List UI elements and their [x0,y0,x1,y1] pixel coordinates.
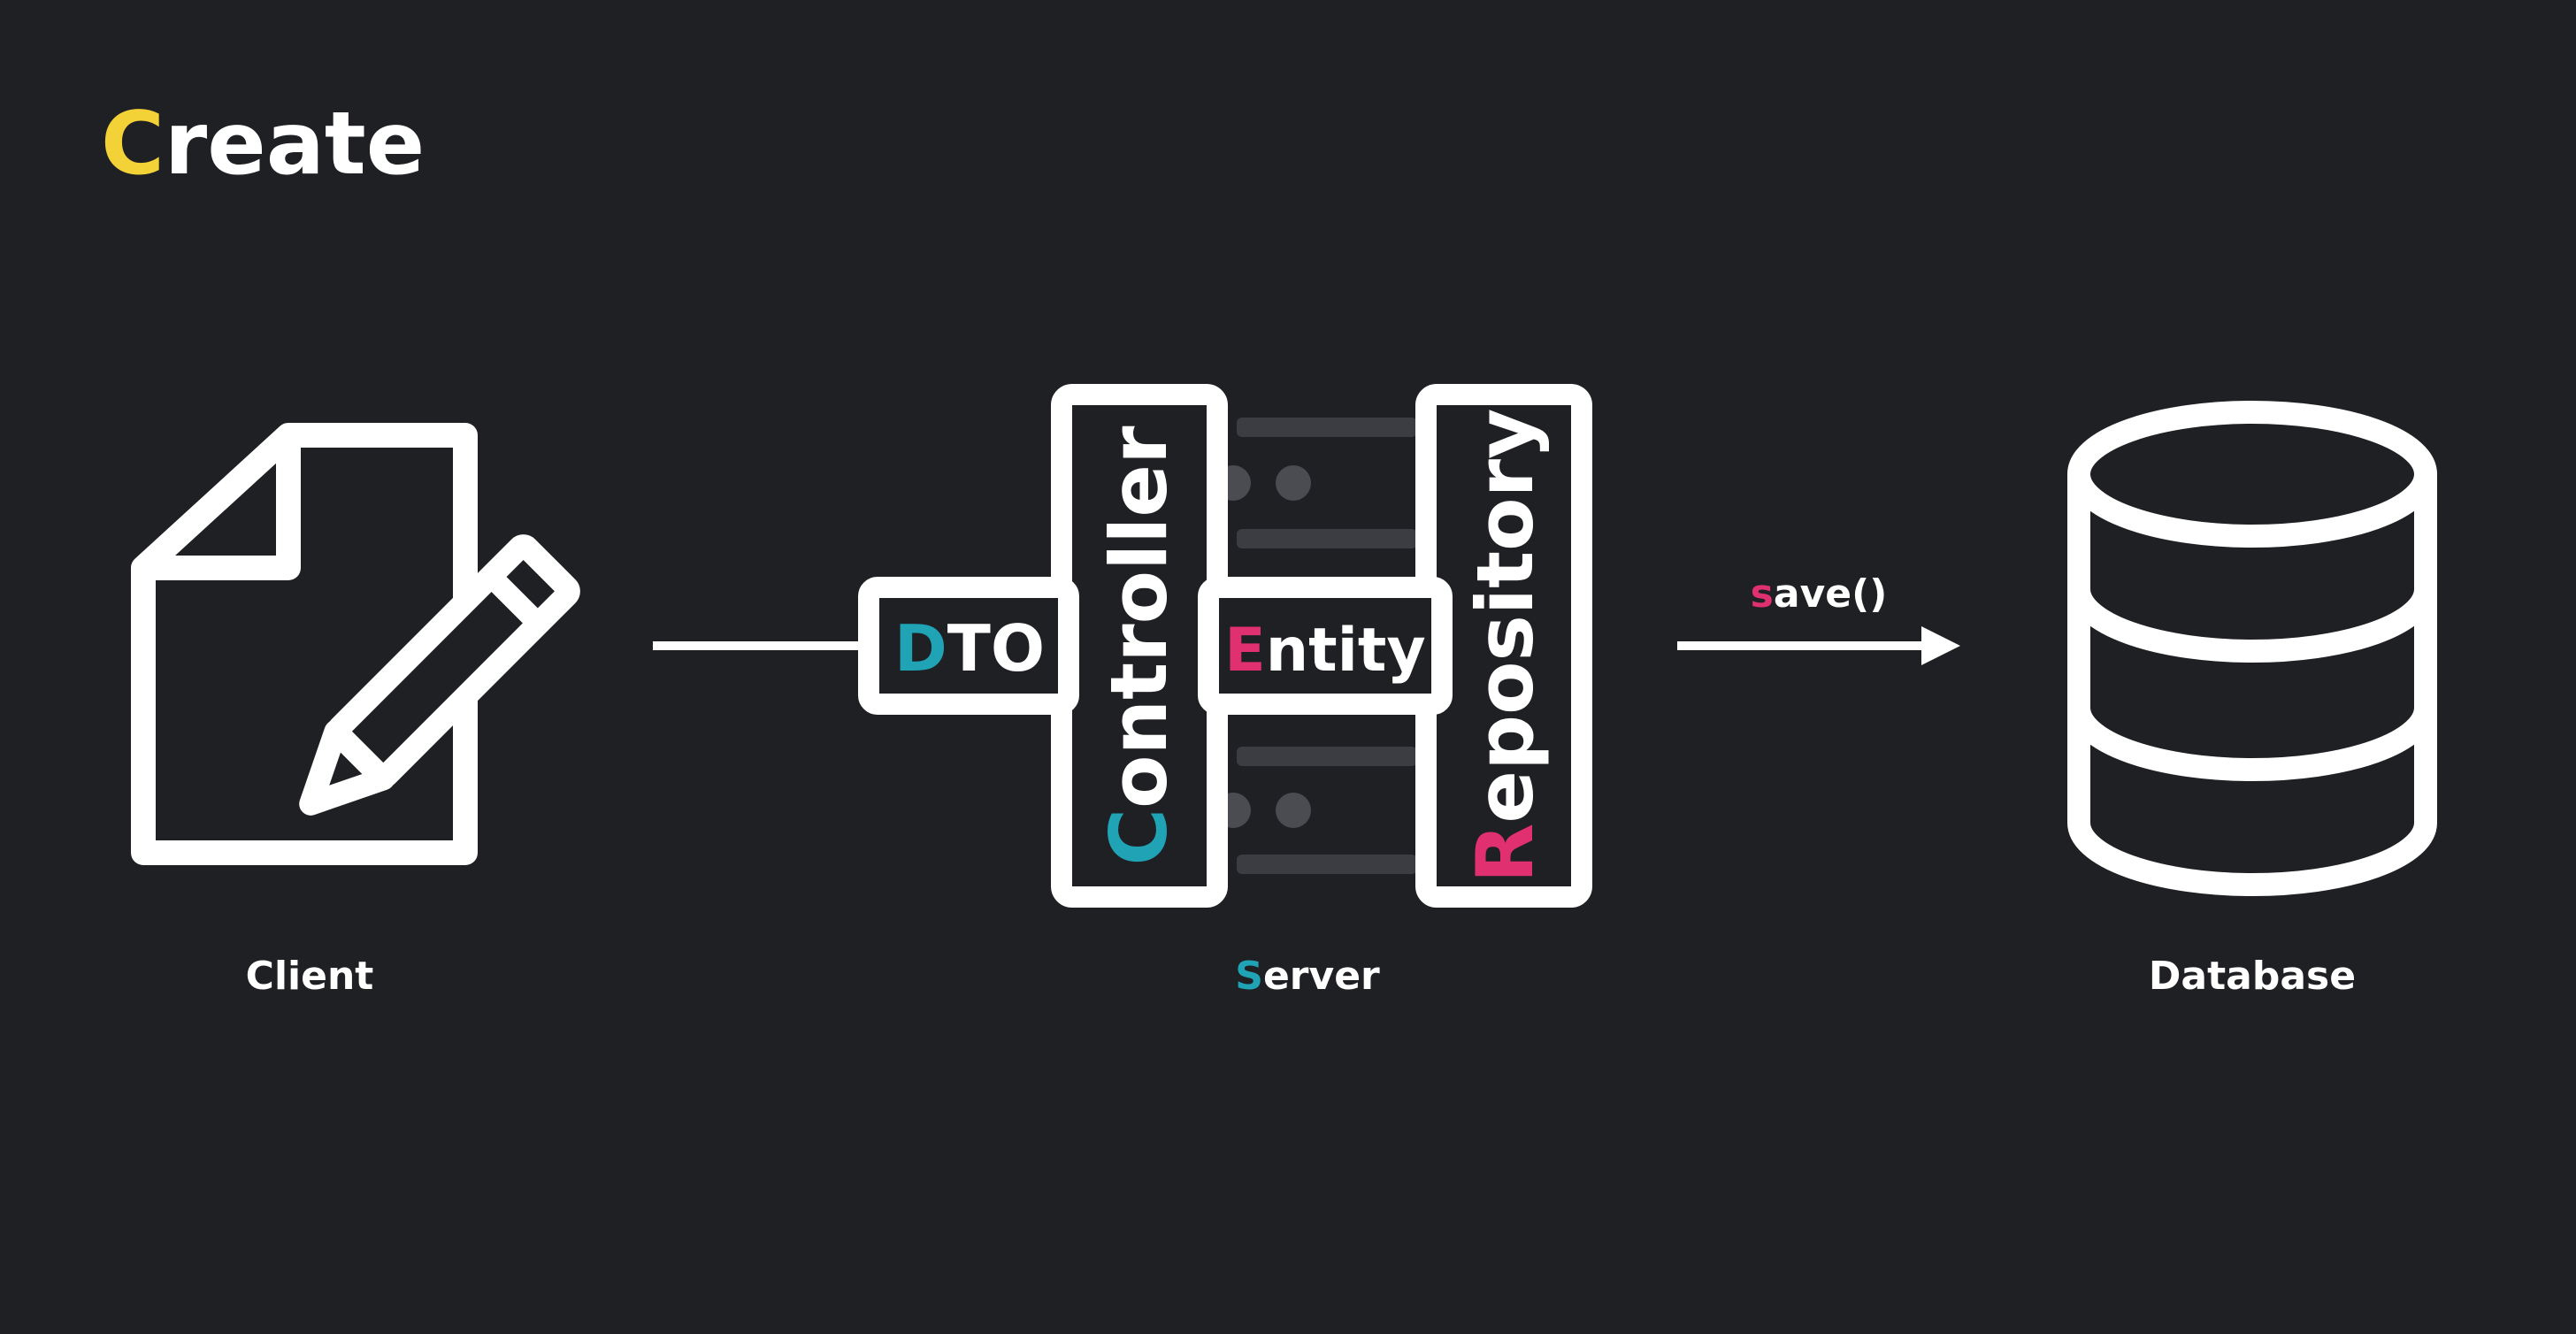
controller-label: Controller [1093,426,1184,866]
dto-box [858,577,1079,715]
right-arrow-icon [1677,626,1960,665]
repository-label: Repository [1460,409,1551,884]
save-method-label: save() [1751,571,1888,617]
save-initial: s [1751,571,1774,617]
slide-title: Create [101,94,425,195]
title-rest: reate [165,94,425,195]
client-caption: Client [246,954,374,999]
title-initial: C [101,94,165,195]
server-caption-initial: S [1235,954,1263,999]
controller-initial: C [1093,809,1184,866]
database-caption: Database [2149,954,2356,999]
controller-rest: ontroller [1093,426,1184,809]
database-cylinder-icon [2067,401,2437,896]
repository-rest: epository [1460,409,1551,824]
entity-label: Entity [1224,616,1426,686]
entity-initial: E [1224,616,1265,686]
dto-initial: D [894,611,947,686]
repository-initial: R [1460,824,1551,884]
server-caption-rest: erver [1263,954,1380,999]
document-with-pencil-icon [131,423,580,865]
save-rest: ave() [1774,571,1887,617]
server-caption: Server [1235,954,1380,999]
dto-label: DTO [894,611,1045,686]
entity-rest: ntity [1266,616,1426,686]
server-rack-icon [1215,418,1417,874]
entity-box [1198,577,1453,715]
dto-rest: TO [947,611,1045,686]
